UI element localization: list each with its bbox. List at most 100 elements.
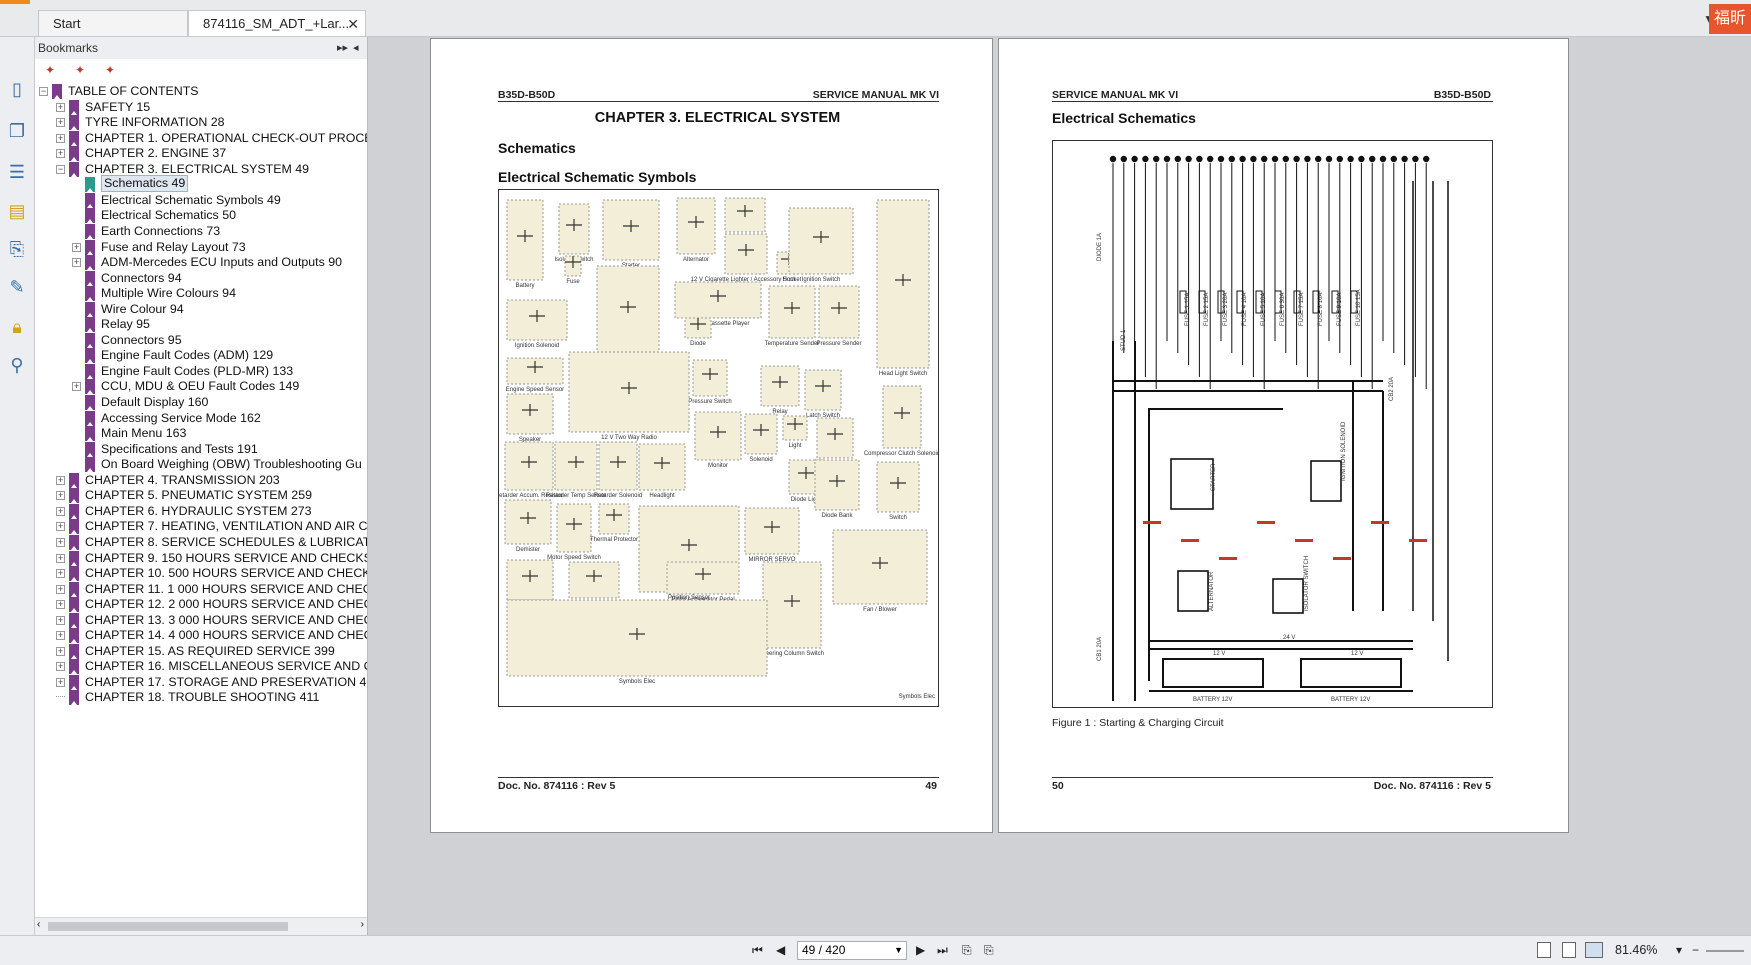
zoom-level[interactable]: 81.46% bbox=[1615, 943, 1658, 957]
bookmark-item[interactable]: +CHAPTER 1. OPERATIONAL CHECK-OUT PROCED… bbox=[35, 130, 367, 147]
collapse-panel-icon[interactable]: ◂ bbox=[353, 42, 359, 54]
page-number-field[interactable]: 49 / 420 ▼ bbox=[797, 941, 907, 960]
bookmark-item[interactable]: +CHAPTER 6. HYDRAULIC SYSTEM 273 bbox=[35, 503, 367, 520]
pages-icon[interactable]: ▯ bbox=[12, 79, 22, 99]
bookmark-item[interactable]: Engine Fault Codes (ADM) 129 bbox=[35, 347, 367, 364]
delete-bookmark-icon[interactable]: ✦ bbox=[105, 63, 116, 77]
bookmark-item[interactable]: +CCU, MDU & OEU Fault Codes 149 bbox=[35, 378, 367, 395]
layers-icon[interactable]: ☰ bbox=[8, 162, 26, 182]
bookmark-item[interactable]: +CHAPTER 15. AS REQUIRED SERVICE 399 bbox=[35, 643, 367, 660]
expand-icon[interactable]: + bbox=[56, 552, 65, 563]
bookmark-item[interactable]: +CHAPTER 9. 150 HOURS SERVICE AND CHECKS… bbox=[35, 550, 367, 567]
zoom-dropdown-icon[interactable]: ▾ bbox=[1676, 943, 1683, 957]
next-page-icon[interactable]: ▶ bbox=[916, 943, 926, 957]
expand-icon[interactable]: + bbox=[56, 630, 65, 641]
facing-view-icon[interactable] bbox=[1585, 942, 1603, 958]
bookmark-item[interactable]: +CHAPTER 5. PNEUMATIC SYSTEM 259 bbox=[35, 487, 367, 504]
bookmark-item[interactable]: Connectors 95 bbox=[35, 332, 367, 349]
expand-icon[interactable]: + bbox=[56, 521, 65, 532]
tab-document[interactable]: 874116_SM_ADT_+Lar... ✕ bbox=[188, 10, 366, 36]
bookmark-item[interactable]: +CHAPTER 17. STORAGE AND PRESERVATION 40… bbox=[35, 674, 367, 691]
bookmark-item[interactable]: Schematics 49 bbox=[35, 175, 367, 193]
bookmark-item[interactable]: Wire Colour 94 bbox=[35, 301, 367, 318]
thumbnails-icon[interactable]: ❐ bbox=[8, 121, 26, 141]
expand-bookmark-icon[interactable]: ✦ bbox=[45, 63, 56, 77]
bookmark-item[interactable]: +CHAPTER 4. TRANSMISSION 203 bbox=[35, 472, 367, 489]
expand-icon[interactable]: + bbox=[56, 132, 65, 143]
add-bookmark-icon[interactable]: ✦ bbox=[75, 63, 86, 77]
last-page-icon[interactable]: ⏭ bbox=[937, 943, 948, 957]
continuous-view-icon[interactable] bbox=[1562, 942, 1576, 958]
scroll-right-icon[interactable]: › bbox=[360, 919, 364, 930]
signatures-icon[interactable]: ✎ bbox=[9, 277, 25, 297]
bookmark-item[interactable]: +CHAPTER 11. 1 000 HOURS SERVICE AND CHE… bbox=[35, 581, 367, 598]
expand-icon[interactable]: + bbox=[56, 148, 65, 159]
brand-badge[interactable]: 福昕 bbox=[1709, 4, 1751, 34]
scroll-thumb[interactable] bbox=[48, 922, 288, 931]
bookmark-item[interactable]: +TYRE INFORMATION 28 bbox=[35, 114, 367, 131]
horizontal-scrollbar[interactable]: ‹ › bbox=[35, 917, 367, 935]
chevron-down-icon[interactable]: ▼ bbox=[894, 945, 903, 955]
bookmark-item[interactable]: Engine Fault Codes (PLD-MR) 133 bbox=[35, 363, 367, 380]
comments-icon[interactable]: ▤ bbox=[8, 201, 26, 221]
previous-view-icon[interactable]: ⎘ bbox=[962, 943, 972, 957]
expand-icon[interactable]: + bbox=[72, 257, 81, 268]
search-user-icon[interactable]: ⚲ bbox=[10, 355, 24, 375]
expand-icon[interactable]: + bbox=[56, 583, 65, 594]
expand-icon[interactable]: + bbox=[56, 474, 65, 485]
bookmark-item[interactable]: +CHAPTER 13. 3 000 HOURS SERVICE AND CHE… bbox=[35, 612, 367, 629]
bookmark-item[interactable]: +CHAPTER 16. MISCELLANEOUS SERVICE AND C… bbox=[35, 658, 367, 675]
bookmark-item[interactable]: +SAFETY 15 bbox=[35, 99, 367, 116]
expand-panel-icon[interactable]: ▸▸ bbox=[337, 42, 349, 54]
bookmark-item[interactable]: −TABLE OF CONTENTS bbox=[35, 83, 367, 100]
previous-page-icon[interactable]: ◀ bbox=[776, 943, 786, 957]
bookmark-item[interactable]: Connectors 94 bbox=[35, 270, 367, 287]
bookmark-item[interactable]: +CHAPTER 7. HEATING, VENTILATION AND AIR… bbox=[35, 518, 367, 535]
bookmark-item[interactable]: +Fuse and Relay Layout 73 bbox=[35, 239, 367, 256]
bookmark-item[interactable]: Multiple Wire Colours 94 bbox=[35, 285, 367, 302]
bookmark-item[interactable]: +ADM-Mercedes ECU Inputs and Outputs 90 bbox=[35, 254, 367, 271]
bookmark-item[interactable]: −CHAPTER 3. ELECTRICAL SYSTEM 49 bbox=[35, 161, 367, 178]
bookmark-item[interactable]: +CHAPTER 8. SERVICE SCHEDULES & LUBRICAT… bbox=[35, 534, 367, 551]
expand-icon[interactable]: + bbox=[56, 101, 65, 112]
expand-icon[interactable]: + bbox=[56, 645, 65, 656]
bookmark-item[interactable]: Electrical Schematic Symbols 49 bbox=[35, 192, 367, 209]
document-viewer[interactable]: B35D-B50D SERVICE MANUAL MK VI CHAPTER 3… bbox=[368, 37, 1751, 935]
first-page-icon[interactable]: ⏮ bbox=[752, 943, 763, 957]
zoom-out-icon[interactable]: − bbox=[1692, 943, 1700, 957]
expand-icon[interactable]: + bbox=[56, 614, 65, 625]
bookmark-item[interactable]: +CHAPTER 2. ENGINE 37 bbox=[35, 145, 367, 162]
expand-icon[interactable]: + bbox=[72, 381, 81, 392]
collapse-icon[interactable]: − bbox=[56, 163, 65, 174]
tab-start[interactable]: Start bbox=[38, 10, 188, 36]
single-page-view-icon[interactable] bbox=[1537, 942, 1551, 958]
expand-icon[interactable]: + bbox=[56, 661, 65, 672]
bookmark-item[interactable]: CHAPTER 18. TROUBLE SHOOTING 411 bbox=[35, 689, 367, 706]
expand-icon[interactable]: + bbox=[56, 676, 65, 687]
expand-icon[interactable]: + bbox=[56, 490, 65, 501]
bookmark-item[interactable]: Relay 95 bbox=[35, 316, 367, 333]
attachments-icon[interactable]: ⎘ bbox=[9, 239, 25, 259]
bookmark-item[interactable]: Default Display 160 bbox=[35, 394, 367, 411]
bookmark-item[interactable]: On Board Weighing (OBW) Troubleshooting … bbox=[35, 456, 367, 473]
collapse-icon[interactable]: − bbox=[39, 86, 48, 96]
bookmark-item[interactable]: Electrical Schematics 50 bbox=[35, 207, 367, 224]
expand-icon[interactable]: + bbox=[56, 117, 65, 128]
next-view-icon[interactable]: ⎘ bbox=[984, 943, 994, 957]
expand-icon[interactable]: + bbox=[56, 505, 65, 516]
expand-icon[interactable]: + bbox=[56, 568, 65, 579]
bookmark-item[interactable]: +CHAPTER 12. 2 000 HOURS SERVICE AND CHE… bbox=[35, 596, 367, 613]
scroll-left-icon[interactable]: ‹ bbox=[37, 919, 41, 930]
expand-icon[interactable]: + bbox=[56, 536, 65, 547]
bookmark-item[interactable]: Specifications and Tests 191 bbox=[35, 441, 367, 458]
expand-icon[interactable]: + bbox=[56, 599, 65, 610]
bookmark-item[interactable]: Main Menu 163 bbox=[35, 425, 367, 442]
expand-icon[interactable]: + bbox=[72, 241, 81, 252]
bookmark-item[interactable]: +CHAPTER 10. 500 HOURS SERVICE AND CHECK… bbox=[35, 565, 367, 582]
zoom-slider[interactable] bbox=[1706, 950, 1744, 952]
bookmark-item[interactable]: Earth Connections 73 bbox=[35, 223, 367, 240]
bookmark-item[interactable]: +CHAPTER 14. 4 000 HOURS SERVICE AND CHE… bbox=[35, 627, 367, 644]
close-icon[interactable]: ✕ bbox=[347, 16, 359, 32]
bookmark-item[interactable]: Accessing Service Mode 162 bbox=[35, 410, 367, 427]
security-icon[interactable]: 🔒︎ bbox=[12, 317, 22, 337]
